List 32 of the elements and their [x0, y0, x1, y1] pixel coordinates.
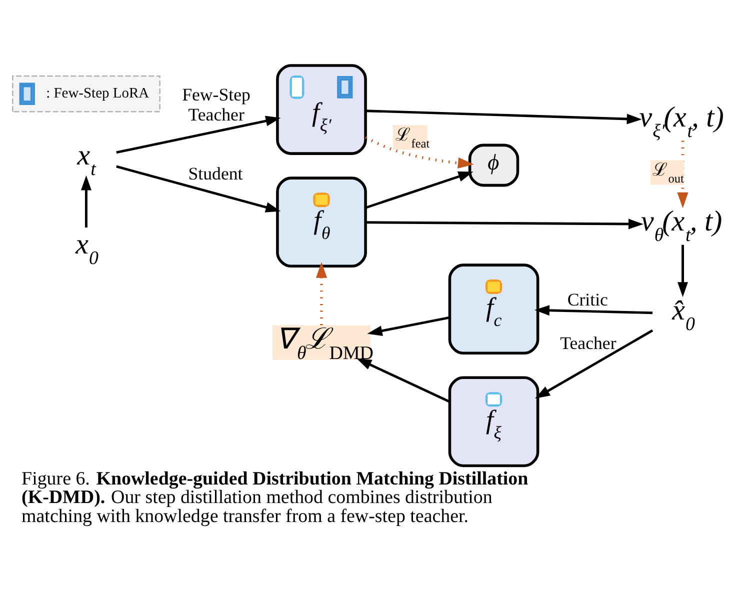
- node-box: f$_{ξ}$: [448, 376, 540, 467]
- arrow: [356, 358, 450, 402]
- edge-label: Few-Step Teacher: [182, 84, 250, 124]
- node-text: v$_{θ}$(x$_{t}$, t): [640, 204, 722, 246]
- arrow: [116, 164, 281, 212]
- arrow: [534, 304, 653, 316]
- node-box: f$_{θ}$: [276, 176, 367, 268]
- arrow: [364, 136, 474, 168]
- edge-label: Critic: [567, 289, 608, 310]
- arrow: [316, 262, 328, 325]
- arrow: [116, 115, 281, 154]
- node-box: ϕ: [468, 143, 520, 186]
- arrow: [678, 244, 688, 297]
- arrow: [534, 328, 654, 398]
- arrow: [366, 109, 642, 124]
- arrow: [80, 174, 92, 228]
- edge-label: Teacher: [560, 332, 616, 353]
- edge-label: Student: [188, 163, 243, 184]
- node-text: x$_{0}$: [76, 228, 98, 269]
- node-text: x$_{t}$: [77, 138, 96, 180]
- arrow: [367, 316, 450, 336]
- node-box: f$_{ξ′}$: [276, 64, 367, 154]
- edge-label: ℒ$_{feat}$: [396, 124, 430, 150]
- legend-label: : Few-Step LoRA: [46, 85, 150, 102]
- caption: Figure 6. Knowledge-guided Distribution Matching Distillation (K-DMD). Our step distillation method combines distribution matching with knowledge transfer from a few-step teacher.: [22, 468, 528, 527]
- node-text: v$_{ξ′}$(x$_{t}$, t): [639, 101, 724, 142]
- node-box: f$_{c}$: [448, 263, 540, 354]
- node-box: ∇$_{θ}$ℒ$_{DMD}$: [272, 324, 371, 360]
- node-text: x̂$_{0}$: [672, 294, 696, 334]
- arrow: [366, 218, 644, 229]
- arrow: [366, 171, 474, 208]
- edge-label: ℒ$_{out}$: [652, 159, 684, 186]
